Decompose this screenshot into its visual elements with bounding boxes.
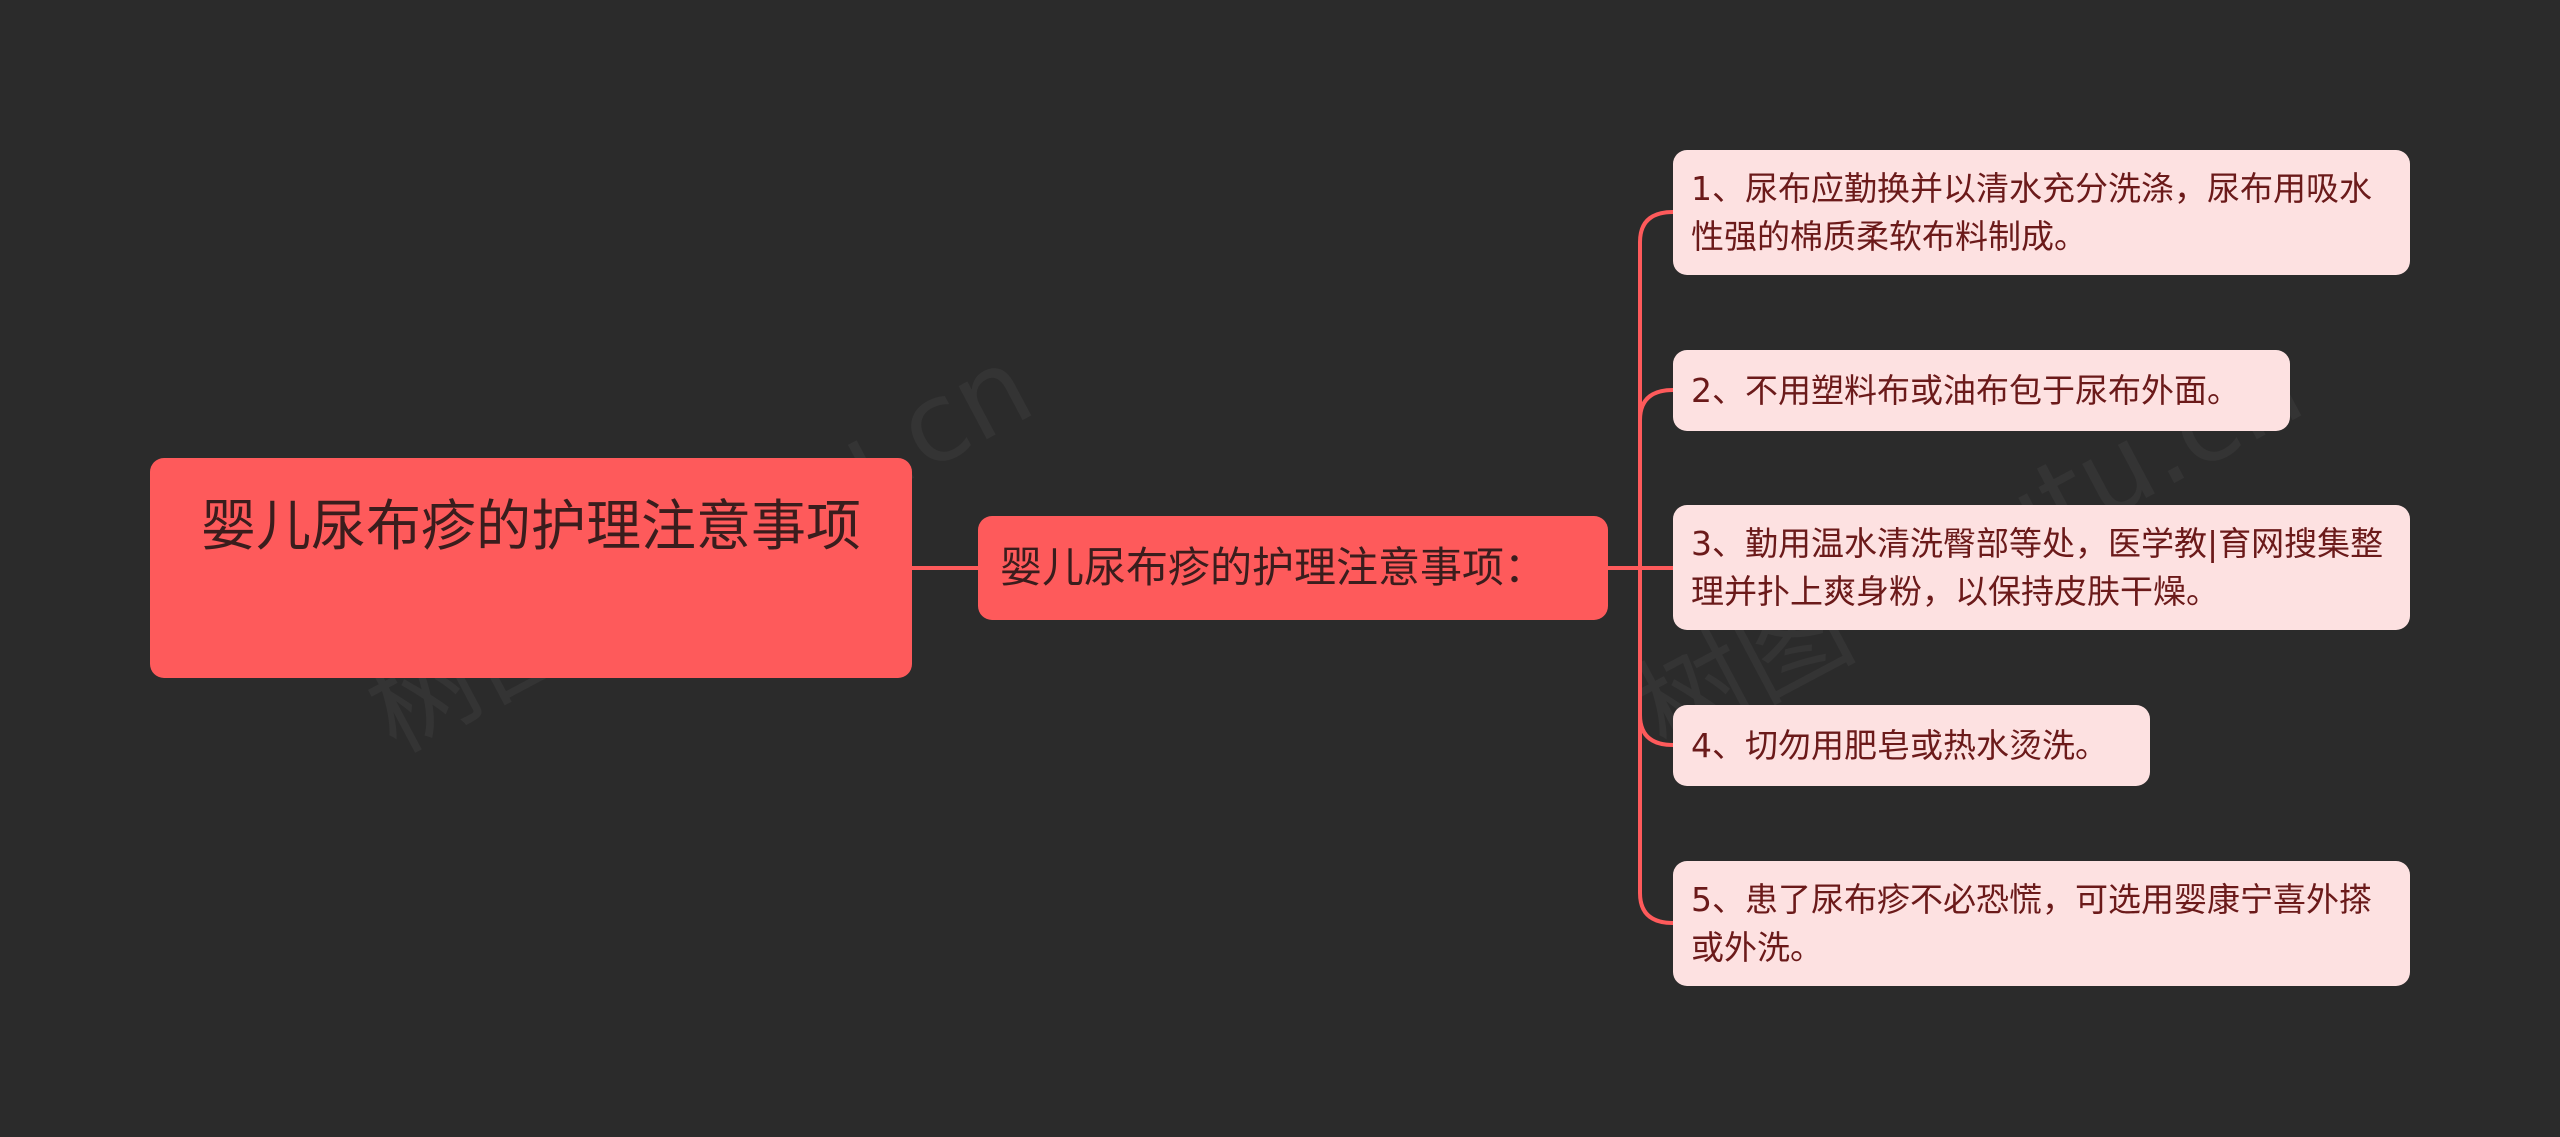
connector-leaf-1	[1638, 210, 1675, 570]
leaf-topic-label: 3、勤用温水清洗臀部等处，医学教|育网搜集整理并扑上爽身粉，以保持皮肤干燥。	[1691, 523, 2384, 611]
leaf-topic-5[interactable]: 5、患了尿布疹不必恐慌，可选用婴康宁喜外搽或外洗。	[1673, 861, 2410, 986]
leaf-topic-1[interactable]: 1、尿布应勤换并以清水充分洗涤，尿布用吸水性强的棉质柔软布料制成。	[1673, 150, 2410, 275]
connector-leaf-5	[1638, 566, 1675, 925]
branch-topic[interactable]: 婴儿尿布疹的护理注意事项：	[978, 516, 1608, 620]
leaf-topic-label: 4、切勿用肥皂或热水烫洗。	[1691, 725, 2108, 765]
leaf-topic-3[interactable]: 3、勤用温水清洗臀部等处，医学教|育网搜集整理并扑上爽身粉，以保持皮肤干燥。	[1673, 505, 2410, 630]
root-topic[interactable]: 婴儿尿布疹的护理注意事项	[150, 458, 912, 678]
connector-leaf-2	[1638, 388, 1675, 570]
leaf-topic-label: 5、患了尿布疹不必恐慌，可选用婴康宁喜外搽或外洗。	[1691, 879, 2372, 967]
root-topic-label: 婴儿尿布疹的护理注意事项	[200, 494, 861, 558]
branch-topic-label: 婴儿尿布疹的护理注意事项：	[1000, 543, 1547, 592]
leaf-topic-4[interactable]: 4、切勿用肥皂或热水烫洗。	[1673, 705, 2150, 786]
connector-leaf-4	[1638, 566, 1675, 747]
leaf-topic-label: 2、不用塑料布或油布包于尿布外面。	[1691, 370, 2240, 410]
leaf-topic-label: 1、尿布应勤换并以清水充分洗涤，尿布用吸水性强的棉质柔软布料制成。	[1691, 168, 2372, 256]
leaf-topic-2[interactable]: 2、不用塑料布或油布包于尿布外面。	[1673, 350, 2290, 431]
